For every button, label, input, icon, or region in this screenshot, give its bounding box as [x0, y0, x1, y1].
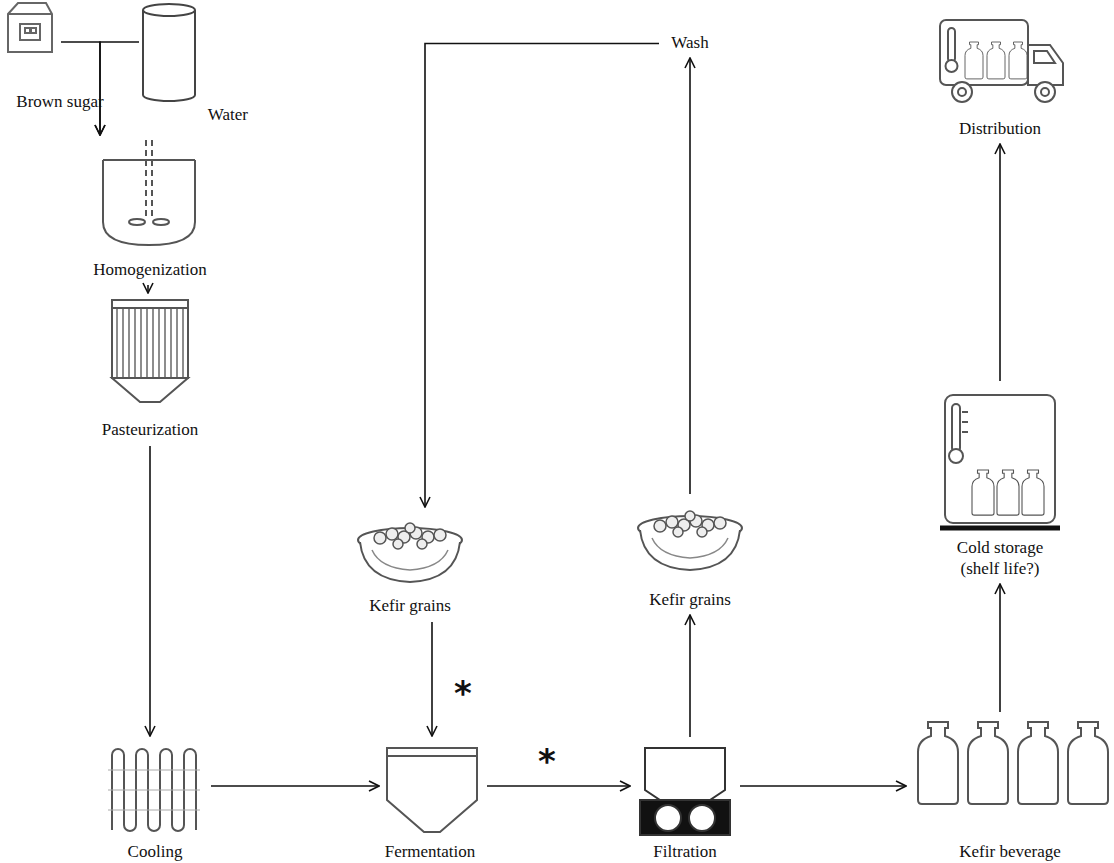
flow-arrow	[689, 615, 691, 737]
fermenter-icon	[387, 748, 477, 832]
text-node: Wash	[662, 32, 718, 55]
flow-arrow	[431, 622, 433, 736]
step-label: Distribution	[959, 119, 1041, 139]
flow-arrow	[999, 584, 1001, 712]
process-step: Water	[143, 2, 248, 125]
flow-arrow	[487, 785, 630, 787]
flow-arrow	[100, 42, 139, 135]
step-label: Kefir grains	[369, 596, 451, 616]
step-label: Cooling	[128, 842, 183, 862]
truck-icon	[940, 20, 1063, 102]
process-step: Kefir grains	[635, 500, 745, 610]
step-label: Kefir grains	[649, 590, 731, 610]
cooling-coil-icon	[108, 749, 200, 831]
kefir-grains-bowl	[638, 511, 742, 570]
step-label: Homogenization	[93, 260, 206, 280]
flow-arrow	[149, 446, 151, 736]
process-step: Distribution	[930, 15, 1070, 139]
step-label: Wash	[671, 33, 708, 53]
pasteurizer-icon	[112, 300, 188, 402]
cold-storage-icon	[940, 395, 1060, 528]
kefir-grains-bowl	[358, 523, 462, 582]
process-step: Filtration	[630, 742, 740, 862]
process-step: Fermentation	[375, 742, 485, 862]
step-label: Kefir beverage	[959, 842, 1060, 862]
bottles-icon	[918, 722, 1108, 804]
filter-press-icon	[640, 748, 730, 835]
flow-arrow	[147, 285, 149, 293]
step-label: Cold storage (shelf life?)	[940, 538, 1060, 579]
edge-label: *	[452, 676, 474, 710]
process-step: Brown sugar	[5, 0, 115, 112]
flow-arrow	[689, 58, 691, 494]
flow-arrow	[999, 144, 1001, 381]
process-step: Pasteurization	[85, 298, 215, 440]
process-step: Cooling	[95, 742, 215, 862]
process-step: Kefir grains	[355, 512, 465, 616]
step-label: Water	[208, 105, 248, 125]
flow-arrow	[211, 785, 379, 787]
step-label: Pasteurization	[102, 420, 198, 440]
process-step: Homogenization	[85, 138, 215, 280]
step-label: Filtration	[653, 842, 716, 862]
flow-arrow	[425, 44, 659, 508]
flow-arrow	[740, 785, 906, 787]
water-tank-icon	[143, 4, 195, 101]
step-label: Fermentation	[385, 842, 476, 862]
flow-arrow	[61, 42, 100, 135]
edge-label: *	[536, 744, 558, 778]
mixer-tank-icon	[103, 140, 195, 245]
process-step: Cold storage (shelf life?)	[935, 389, 1065, 579]
carton-icon	[8, 3, 52, 52]
process-step: Kefir beverage	[910, 718, 1110, 862]
step-label: Brown sugar	[16, 92, 103, 112]
